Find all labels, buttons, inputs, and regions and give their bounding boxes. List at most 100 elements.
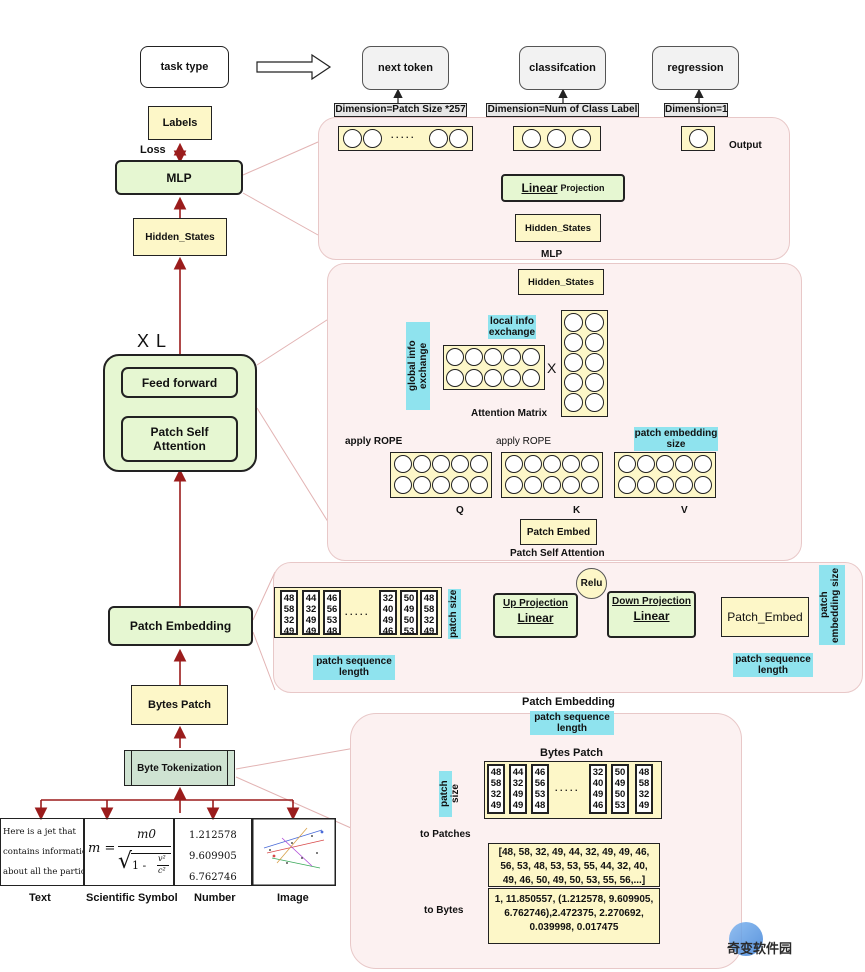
input-formula-caption: Scientific Symbol xyxy=(86,892,178,904)
patch-value: 48 xyxy=(534,800,546,811)
task-next-token: next token xyxy=(362,46,449,90)
formula-sqrt-bar xyxy=(131,853,171,854)
formula-small-bar xyxy=(157,865,169,866)
relu-circle: Relu xyxy=(576,568,607,599)
mlp-label: MLP xyxy=(166,170,192,185)
bytes-patch-sequence-length: patch sequence length xyxy=(530,711,614,735)
task-regression: regression xyxy=(652,46,739,90)
embedding-panel-title: Patch Embedding xyxy=(522,696,615,708)
patch-value: 53 xyxy=(403,626,415,637)
patch-value: 48 xyxy=(490,767,502,778)
patch-value: 53 xyxy=(534,789,546,800)
to-patches-label: to Patches xyxy=(420,829,471,840)
patch-value: 49 xyxy=(592,789,604,800)
patch-value: 56 xyxy=(534,778,546,789)
patch-value: 32 xyxy=(490,789,502,800)
labels-label: Labels xyxy=(162,117,198,129)
matrix-cell-circle xyxy=(543,455,561,473)
matrix-cell-circle xyxy=(394,455,412,473)
matrix-cell-circle xyxy=(564,333,583,352)
matrix-cell-circle xyxy=(522,348,540,366)
patch-value: 50 xyxy=(403,615,415,626)
patch-value: 32 xyxy=(512,778,524,789)
input-number-caption: Number xyxy=(194,892,236,904)
matrix-cell-circle xyxy=(581,476,599,494)
input-number-box: 1.212578 9.609905 6.762746 xyxy=(174,818,252,886)
watermark-text: 奇变软件园 xyxy=(727,941,793,956)
patch-value: 32 xyxy=(382,593,394,604)
dim-classification: Dimension=Num of Class Label xyxy=(486,103,639,117)
patch-value: 49 xyxy=(638,800,650,811)
vector-cell xyxy=(449,129,468,148)
attention-matrix-label: Attention Matrix xyxy=(471,408,548,419)
matrix-cell-circle xyxy=(503,348,521,366)
formula-v2: v² xyxy=(158,854,166,863)
patch-self-attention-label: Patch Self Attention xyxy=(150,425,209,453)
patch-value: 49 xyxy=(512,789,524,800)
patch-value: 53 xyxy=(326,615,338,626)
patch-value: 58 xyxy=(423,604,435,615)
feed-forward-box: Feed forward xyxy=(121,367,238,398)
matrix-cell-circle xyxy=(543,476,561,494)
layer-repeat-label: X L xyxy=(137,331,168,351)
linear-label: Linear xyxy=(521,181,558,195)
q-label: Q xyxy=(456,505,464,516)
input-text-line: about all the particle xyxy=(3,867,83,877)
task-type-box: task type xyxy=(140,46,229,88)
matrix-cell-circle xyxy=(562,455,580,473)
formula-lhs: m = xyxy=(88,841,116,856)
input-number-line: 9.609905 xyxy=(189,851,237,862)
bytes-patch-size: patch size xyxy=(439,771,461,817)
up-projection-box: Up Projection Linear xyxy=(493,593,578,638)
formula-one-minus: 1 - xyxy=(132,859,147,872)
matrix-cell-circle xyxy=(465,348,483,366)
dim-regression: Dimension=1 xyxy=(664,103,728,117)
matrix-cell-circle xyxy=(585,353,604,372)
matrix-cell-circle xyxy=(470,476,488,494)
matrix-cell-circle xyxy=(413,476,431,494)
patch-value: 32 xyxy=(592,767,604,778)
matrix-cell-circle xyxy=(524,476,542,494)
down-projection-label: Down Projection xyxy=(612,596,691,607)
patch-value: 46 xyxy=(534,767,546,778)
input-text-caption: Text xyxy=(29,892,51,904)
input-text-box: Here is a jet that contains information … xyxy=(0,818,84,886)
matrix-cell-circle xyxy=(505,455,523,473)
projection-label: Projection xyxy=(560,183,605,193)
matrix-cell-circle xyxy=(562,476,580,494)
formula-sqrt-sign: √ xyxy=(118,849,133,874)
patch-value: 49 xyxy=(305,626,317,637)
attn-patch-embed-box: Patch Embed xyxy=(520,519,597,545)
bytes-patch-title: Bytes Patch xyxy=(540,747,603,759)
patch-value: 49 xyxy=(283,626,295,637)
matrix-cell-circle xyxy=(694,476,712,494)
byte-list-box: [48, 58, 32, 49, 44, 32, 49, 49, 46, 56,… xyxy=(488,843,660,887)
output-label: Output xyxy=(729,140,762,151)
matrix-cell-circle xyxy=(585,313,604,332)
vector-dots: . . . . . xyxy=(391,130,414,140)
local-info-exchange: local info exchange xyxy=(488,315,536,339)
patch-embedding-box: Patch Embedding xyxy=(108,606,253,646)
task-type-label: task type xyxy=(160,61,209,73)
matrix-cell-circle xyxy=(446,348,464,366)
matrix-cell-circle xyxy=(585,393,604,412)
embedding-patch-embed-label: Patch_Embed xyxy=(727,610,803,624)
byte-tokenization-box: Byte Tokenization xyxy=(124,750,235,786)
matrix-cell-circle xyxy=(524,455,542,473)
matrix-cell-circle xyxy=(585,373,604,392)
watermark-logo-icon xyxy=(729,922,763,956)
patch-value: 49 xyxy=(305,615,317,626)
matrix-cell-circle xyxy=(470,455,488,473)
patch-value: 49 xyxy=(512,800,524,811)
down-projection-box: Down Projection Linear xyxy=(607,591,696,638)
attn-hidden-states-label: Hidden_States xyxy=(528,276,594,288)
matrix-cell-circle xyxy=(484,369,502,387)
patch-self-attention-box: Patch Self Attention xyxy=(121,416,238,462)
attn-patch-embedding-size: patch embedding size xyxy=(634,427,718,451)
patch-value: 44 xyxy=(305,593,317,604)
input-image-box xyxy=(252,818,336,886)
